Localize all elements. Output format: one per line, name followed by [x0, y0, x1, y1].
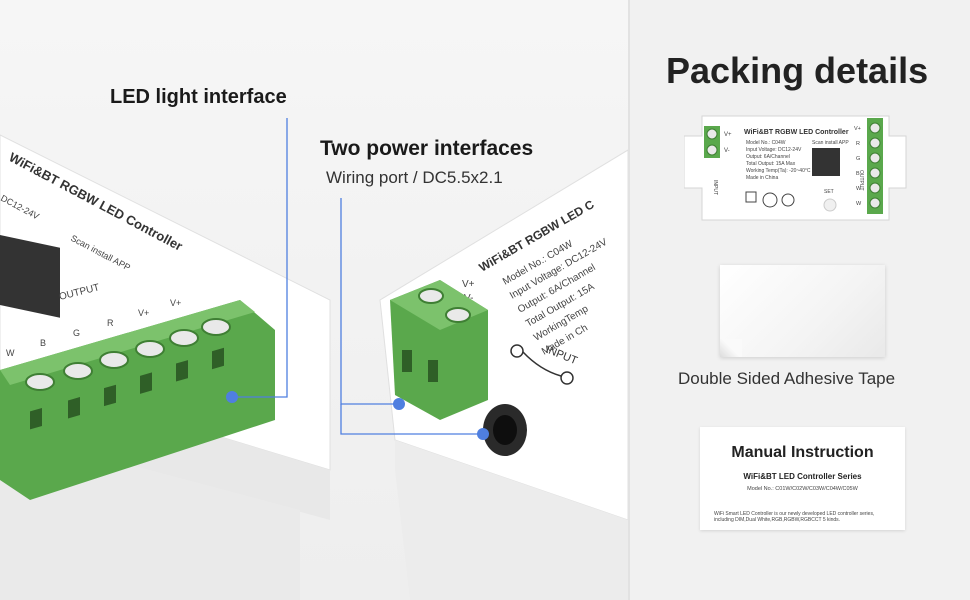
right-vplus: V+: [462, 279, 475, 290]
packing-title: Packing details: [666, 50, 929, 91]
pin-label: V+: [170, 298, 181, 308]
wiring-callout-dot: [393, 398, 405, 410]
dc-callout-line: [340, 404, 482, 435]
manual-models: Model No.: C01W/C02W/C03W/C04W/C05W: [747, 486, 858, 492]
pk-scan: Scan install APP: [812, 140, 849, 146]
manual-title: Manual Instruction: [731, 444, 874, 461]
right-controller-base: [395, 440, 628, 600]
pk-pin: W: [856, 186, 862, 192]
pk-output-side: OUTPUT: [858, 170, 864, 191]
adhesive-tape-image: [720, 265, 885, 357]
polarity-icon: [510, 344, 574, 385]
led-callout-line: [232, 118, 288, 398]
packing-controller-image: V+ R G B W W OUTPUT V+ V- INPUT WiFi&BT …: [684, 115, 907, 221]
pk-pin: W: [856, 201, 862, 207]
led-interface-label: LED light interface: [110, 86, 287, 108]
pk-vplus: V+: [724, 132, 732, 138]
right-controller-specs: Model No.: C04W Input Voltage: DC12-24V …: [462, 237, 610, 358]
wiring-port-label: Wiring port / DC5.5x2.1: [326, 168, 503, 187]
tape-label: Double Sided Adhesive Tape: [678, 369, 896, 388]
set-button-icon: [823, 198, 837, 212]
callout-dots: [226, 391, 489, 440]
product-photo: WiFi&BT RGBW LED Controller Scan install…: [0, 118, 628, 600]
left-qr-code: [0, 234, 60, 318]
pin-label: G: [73, 328, 80, 338]
pin-label: R: [107, 318, 114, 328]
left-terminal-top: [0, 300, 255, 385]
pk-vminus: V-: [724, 148, 730, 154]
led-callout-dot: [226, 391, 238, 403]
certification-icons: [745, 191, 795, 208]
pin-label: V+: [138, 308, 149, 318]
pk-pin: B: [856, 171, 860, 177]
pin-label: B: [40, 338, 46, 348]
packing-controller-body: [684, 115, 907, 221]
pk-input: INPUT: [712, 180, 718, 195]
pk-made: Made in China: [746, 175, 778, 181]
callout-lines: [232, 118, 482, 435]
pk-pin: V+: [854, 126, 861, 132]
pk-pin: G: [856, 156, 860, 162]
pk-model: Model No.: C04W: [746, 140, 786, 146]
manual-series: WiFi&BT LED Controller Series: [743, 472, 862, 481]
pk-set: SET: [824, 189, 834, 195]
right-controller-body: [379, 149, 628, 521]
dc-callout-dot: [477, 428, 489, 440]
pin-label: W: [6, 348, 15, 358]
pk-output: Output: 6A/Channel: [746, 154, 790, 160]
right-terminal-screws: [418, 288, 471, 323]
left-terminal-holes: [30, 347, 224, 430]
manual-description: WiFi Smart LED Controller is our newly d…: [714, 511, 875, 523]
left-pin-labels: W B G R V+ V+: [6, 298, 181, 358]
right-terminal-holes: [402, 350, 438, 382]
pk-total: Total Output: 15A Max: [746, 161, 796, 167]
product-photo-panel: WiFi&BT RGBW LED Controller Scan install…: [0, 0, 628, 600]
pk-title: WiFi&BT RGBW LED Controller: [744, 129, 849, 136]
power-interfaces-label: Two power interfaces: [320, 137, 534, 160]
manual-card: Manual Instruction WiFi&BT LED Controlle…: [700, 427, 905, 530]
pk-voltage: Input Voltage: DC12-24V: [746, 147, 802, 153]
pk-qr-code: [812, 148, 840, 176]
dc-jack-inner: [493, 415, 517, 445]
pk-temp: Working Temp(Ta): -20~40°C: [746, 168, 811, 174]
pk-pin: R: [856, 141, 860, 147]
left-terminal-screws: [25, 318, 231, 391]
